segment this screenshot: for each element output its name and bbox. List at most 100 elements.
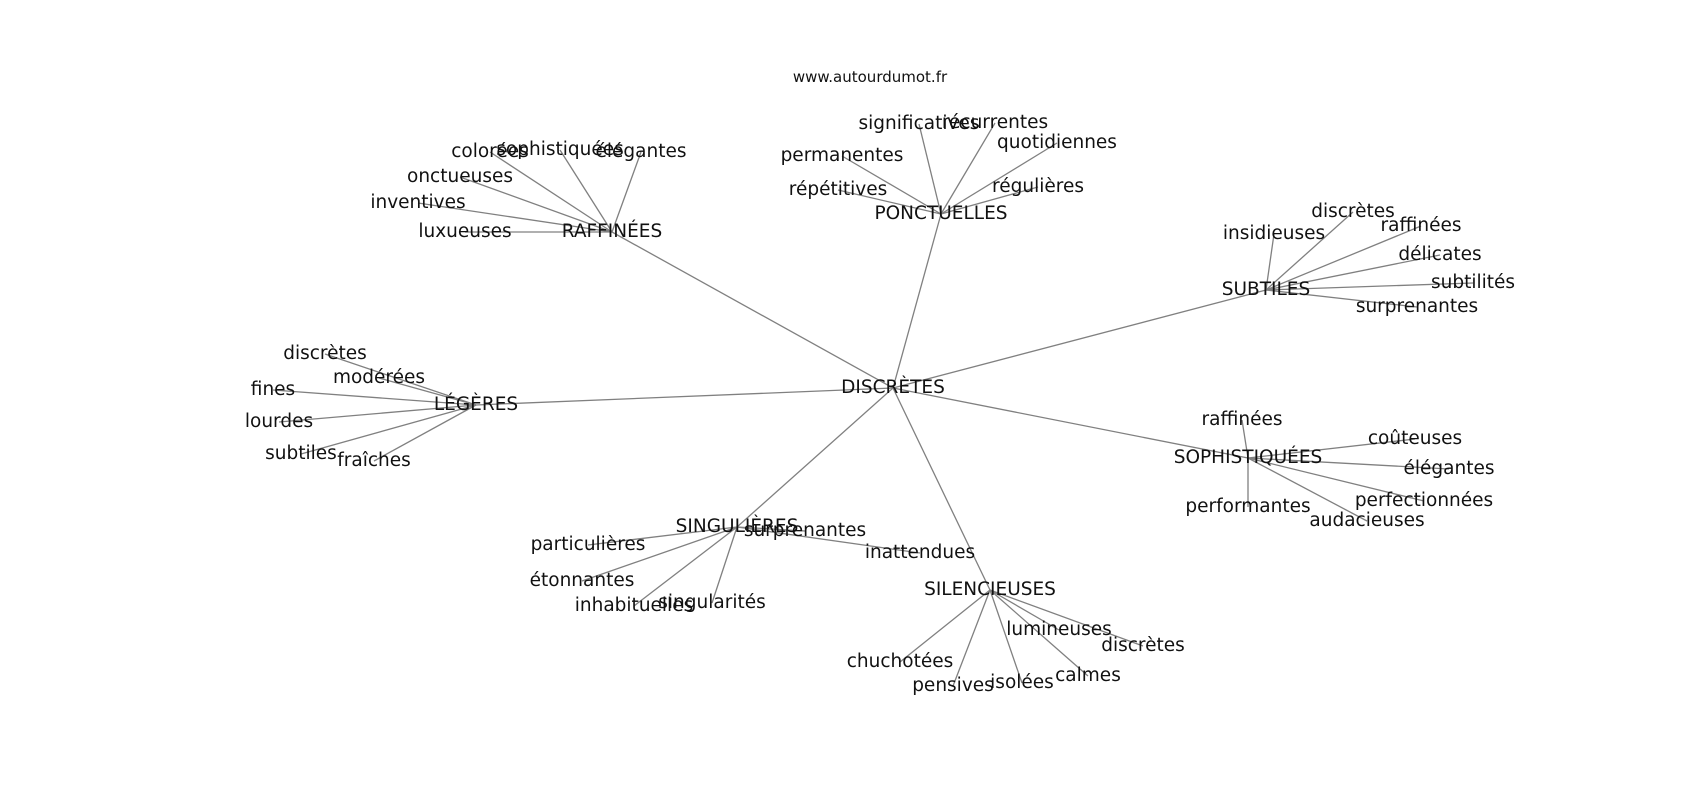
- word-node[interactable]: subtiles: [265, 443, 337, 464]
- word-node[interactable]: quotidiennes: [997, 132, 1117, 153]
- word-node[interactable]: discrètes: [1311, 201, 1395, 222]
- word-node[interactable]: élégantes: [1404, 458, 1495, 479]
- word-node[interactable]: colorées: [451, 141, 529, 162]
- edge-center-to-group: [892, 387, 991, 591]
- word-node[interactable]: régulières: [992, 176, 1084, 197]
- word-node[interactable]: sophistiquées: [496, 139, 623, 160]
- word-node[interactable]: fraîches: [337, 450, 411, 471]
- word-node[interactable]: calmes: [1055, 665, 1121, 686]
- group-node[interactable]: SINGULIÈRES: [676, 515, 799, 537]
- word-node[interactable]: inventives: [370, 192, 465, 213]
- word-node[interactable]: délicates: [1398, 244, 1481, 265]
- edge-group-to-word: [1241, 419, 1249, 459]
- edge-group-to-word: [711, 526, 738, 604]
- edge-group-to-word: [1265, 282, 1474, 291]
- edge-group-to-word: [373, 404, 477, 462]
- word-node[interactable]: inattendues: [865, 542, 975, 563]
- word-node[interactable]: perfectionnées: [1355, 490, 1493, 511]
- word-node[interactable]: inhabituelles: [575, 595, 693, 616]
- edge-group-to-word: [1265, 233, 1275, 291]
- edge-group-to-word: [940, 186, 1039, 215]
- edge-group-to-word: [459, 176, 613, 233]
- center-word-node[interactable]: DISCRÈTES: [841, 376, 945, 398]
- word-node[interactable]: lumineuses: [1006, 619, 1112, 640]
- word-node[interactable]: onctueuses: [407, 166, 513, 187]
- word-node[interactable]: lourdes: [245, 411, 313, 432]
- edge-center-to-group: [475, 387, 894, 406]
- edge-group-to-word: [841, 155, 942, 215]
- edge-group-to-word: [1247, 438, 1416, 459]
- word-node[interactable]: élégantes: [596, 141, 687, 162]
- edge-group-to-word: [989, 589, 1060, 631]
- source-url-label[interactable]: www.autourdumot.fr: [793, 68, 948, 86]
- word-node[interactable]: coûteuses: [1368, 428, 1462, 449]
- word-node[interactable]: surprenantes: [744, 520, 866, 541]
- edge-group-to-word: [417, 202, 613, 233]
- word-node[interactable]: fines: [251, 379, 295, 400]
- edge-group-to-word: [611, 151, 642, 233]
- word-node[interactable]: audacieuses: [1309, 510, 1424, 531]
- word-node[interactable]: subtilités: [1431, 272, 1515, 293]
- edge-group-to-word: [559, 149, 613, 233]
- edge-group-to-word: [899, 589, 991, 663]
- edge-group-to-word: [989, 589, 1023, 684]
- edge-center-to-group: [892, 387, 1249, 459]
- edge-group-to-word: [1265, 211, 1354, 291]
- word-node[interactable]: étonnantes: [530, 570, 635, 591]
- edge-group-to-word: [736, 526, 806, 532]
- edge-group-to-word: [989, 589, 1089, 677]
- edges-layer: [272, 122, 1474, 687]
- word-node[interactable]: particulières: [531, 534, 646, 555]
- labels-layer: www.autourdumot.fr DISCRÈTES RAFFINÉES col…: [245, 68, 1515, 696]
- word-node[interactable]: raffinées: [1381, 215, 1462, 236]
- edge-group-to-word: [300, 404, 477, 455]
- edge-group-to-word: [324, 353, 477, 406]
- group-node[interactable]: SILENCIEUSES: [924, 579, 1056, 600]
- edge-center-to-group: [892, 289, 1267, 389]
- edge-group-to-word: [272, 389, 477, 406]
- edge-group-to-word: [1247, 457, 1425, 502]
- edge-group-to-word: [1247, 457, 1368, 522]
- group-node[interactable]: LÉGÈRES: [434, 393, 518, 415]
- word-node[interactable]: discrètes: [1101, 635, 1185, 656]
- edge-group-to-word: [587, 526, 738, 546]
- word-node[interactable]: permanentes: [781, 145, 904, 166]
- edge-group-to-word: [581, 526, 738, 582]
- edge-group-to-word: [1265, 254, 1441, 291]
- word-node[interactable]: significatives: [859, 113, 980, 134]
- edge-group-to-word: [736, 526, 921, 554]
- group-node[interactable]: PONCTUELLES: [874, 203, 1007, 224]
- edge-group-to-word: [1247, 457, 1450, 470]
- edge-group-to-word: [1265, 289, 1418, 308]
- word-node[interactable]: chuchotées: [847, 651, 954, 672]
- edge-group-to-word: [489, 151, 613, 233]
- edge-group-to-word: [837, 189, 942, 215]
- edge-group-to-word: [918, 123, 942, 215]
- word-node[interactable]: discrètes: [283, 343, 367, 364]
- edge-group-to-word: [278, 404, 477, 423]
- group-node[interactable]: SUBTILES: [1222, 279, 1310, 300]
- edge-group-to-word: [633, 526, 738, 607]
- group-node[interactable]: RAFFINÉES: [562, 220, 662, 242]
- edge-group-to-word: [952, 589, 991, 687]
- word-node[interactable]: raffinées: [1202, 409, 1283, 430]
- edge-group-to-word: [940, 122, 996, 215]
- edge-center-to-group: [611, 231, 894, 389]
- word-node[interactable]: répétitives: [789, 179, 887, 200]
- word-node[interactable]: performantes: [1185, 496, 1310, 517]
- word-node[interactable]: singularités: [658, 592, 765, 613]
- word-node[interactable]: modérées: [333, 367, 425, 388]
- edge-center-to-group: [892, 213, 942, 389]
- word-node[interactable]: récurrentes: [942, 112, 1048, 133]
- word-node[interactable]: isolées: [990, 672, 1054, 693]
- word-node[interactable]: insidieuses: [1223, 223, 1325, 244]
- word-node[interactable]: pensives: [912, 675, 994, 696]
- word-node[interactable]: surprenantes: [1356, 296, 1478, 317]
- edge-group-to-word: [378, 377, 477, 406]
- word-node[interactable]: luxueuses: [418, 221, 511, 242]
- edge-center-to-group: [736, 387, 894, 528]
- edge-group-to-word: [989, 589, 1144, 647]
- group-node[interactable]: SOPHISTIQUÉES: [1174, 446, 1323, 468]
- edge-group-to-word: [940, 142, 1058, 215]
